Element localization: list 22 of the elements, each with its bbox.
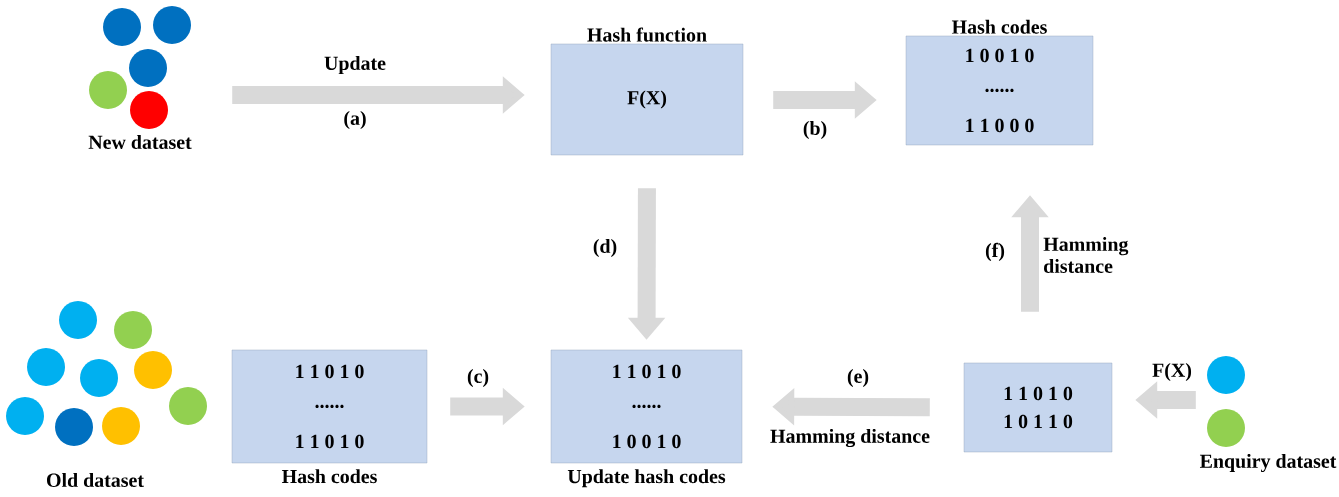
arrow-caption: Hamming distance bbox=[1043, 237, 1129, 273]
edge-label: (d) bbox=[593, 238, 617, 257]
edge-label: (b) bbox=[803, 120, 827, 139]
node-label: Old dataset bbox=[47, 473, 144, 487]
node-label: Hash codes bbox=[281, 469, 377, 484]
edge-label: (a) bbox=[344, 110, 366, 129]
arrow-caption: Update bbox=[324, 55, 386, 74]
code-box: 1 1 0 1 0 1 0 1 1 0 bbox=[963, 362, 1113, 453]
edge-label: (f) bbox=[985, 242, 1005, 262]
node-label: Enquiry dataset bbox=[1200, 453, 1337, 473]
arrow-caption: Hamming distance bbox=[770, 428, 930, 448]
node-label: Hash codes bbox=[951, 19, 1047, 34]
node-label: Hash function bbox=[587, 27, 707, 42]
node-label: Update hash codes bbox=[567, 469, 726, 488]
edge-label: (e) bbox=[847, 368, 869, 387]
code-box: Hash codes 1 0 0 1 0 ...... 1 1 0 0 0 bbox=[905, 19, 1094, 146]
code-box: Update hash codes 1 1 0 1 0 ...... 1 0 0 1 0 bbox=[550, 349, 743, 488]
edge-label: F(X) bbox=[1152, 362, 1192, 381]
node-label: New dataset bbox=[88, 135, 192, 149]
code-box: Hash function F(X) bbox=[550, 27, 744, 156]
code-box: Hash codes 1 1 0 1 0 ...... 1 1 0 1 0 bbox=[231, 349, 428, 484]
edge-label: (c) bbox=[467, 368, 489, 387]
